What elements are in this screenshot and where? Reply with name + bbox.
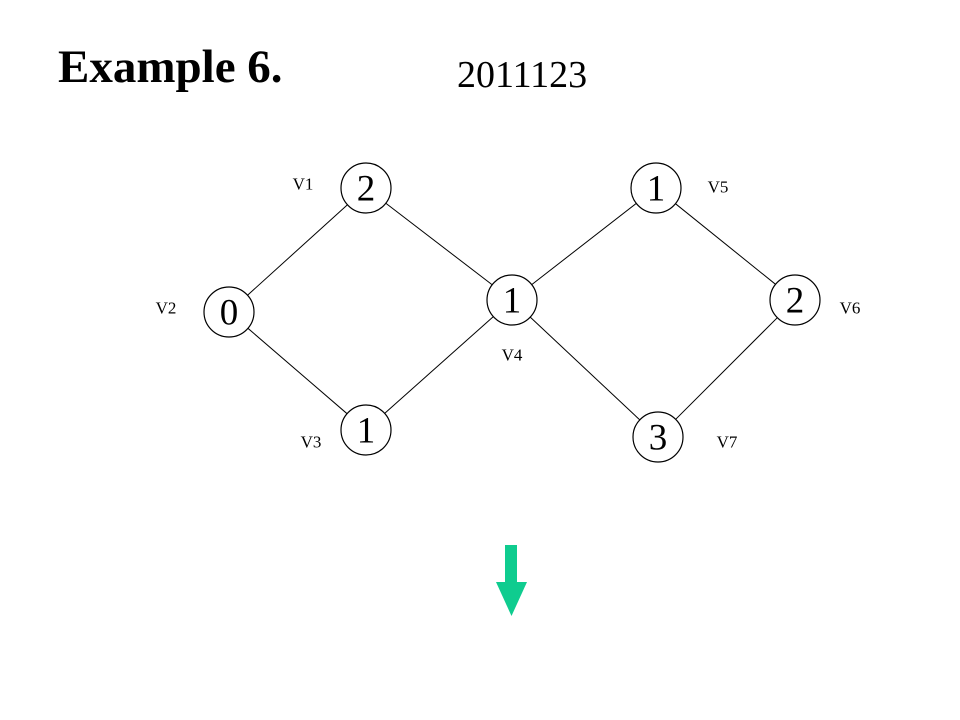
- down-arrow-icon: [496, 545, 527, 616]
- vertex-label-v6: V6: [840, 299, 861, 318]
- edge-v4-v5: [531, 202, 637, 286]
- vertex-label-v4: V4: [502, 346, 523, 365]
- edge-v5-v6: [675, 203, 776, 285]
- node-value: 3: [649, 418, 668, 459]
- vertex-label-v5: V5: [708, 178, 729, 197]
- node-circle: [486, 274, 538, 326]
- edge-v1-v4: [385, 202, 493, 286]
- edge-v1-v2: [247, 204, 348, 296]
- node-v6: 2: [769, 274, 821, 326]
- node-circle: [340, 162, 392, 214]
- vertex-label-v1: V1: [293, 175, 314, 194]
- edges-layer: [247, 202, 778, 421]
- edge-v6-v7: [675, 317, 778, 420]
- node-value: 0: [220, 293, 239, 334]
- edge-v4-v7: [529, 316, 641, 421]
- node-v2: 0: [203, 286, 255, 338]
- node-value: 1: [647, 169, 666, 210]
- node-v3: 1: [340, 404, 392, 456]
- node-value: 2: [357, 169, 376, 210]
- node-v7: 3: [632, 411, 684, 463]
- node-circle: [340, 404, 392, 456]
- node-v5: 1: [630, 162, 682, 214]
- nodes-layer: 2 0 1 1 1 2 3: [203, 162, 821, 463]
- node-circle: [632, 411, 684, 463]
- edge-v2-v3: [247, 327, 348, 415]
- vertex-label-v7: V7: [717, 433, 738, 452]
- node-circle: [769, 274, 821, 326]
- node-value: 1: [357, 411, 376, 452]
- vertex-label-v2: V2: [156, 299, 177, 318]
- node-v4: 1: [486, 274, 538, 326]
- slide-title: Example 6.: [58, 41, 283, 93]
- node-value: 1: [503, 281, 522, 322]
- vertex-label-v3: V3: [301, 433, 322, 452]
- degree-sequence: 2011123: [457, 54, 588, 96]
- node-circle: [203, 286, 255, 338]
- edge-v3-v4: [384, 316, 494, 414]
- node-v1: 2: [340, 162, 392, 214]
- node-value: 2: [786, 281, 805, 322]
- node-circle: [630, 162, 682, 214]
